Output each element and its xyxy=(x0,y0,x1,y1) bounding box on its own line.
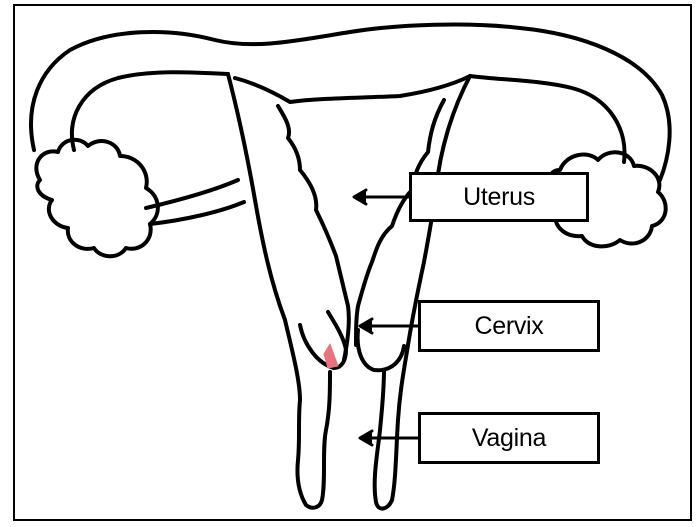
vagina-left xyxy=(297,372,330,508)
cervix-label: Cervix xyxy=(418,300,600,352)
cervix-left xyxy=(300,312,346,368)
vagina-arrow xyxy=(360,431,418,445)
cervix-right xyxy=(358,330,404,370)
left-tube-inner xyxy=(72,72,228,150)
uterus-arrow xyxy=(354,190,408,204)
left-ovary xyxy=(36,140,158,257)
left-ligament xyxy=(146,180,244,224)
uterus-label: Uterus xyxy=(409,172,589,222)
vagina-label: Vagina xyxy=(418,412,600,464)
right-tube-inner xyxy=(470,76,625,162)
